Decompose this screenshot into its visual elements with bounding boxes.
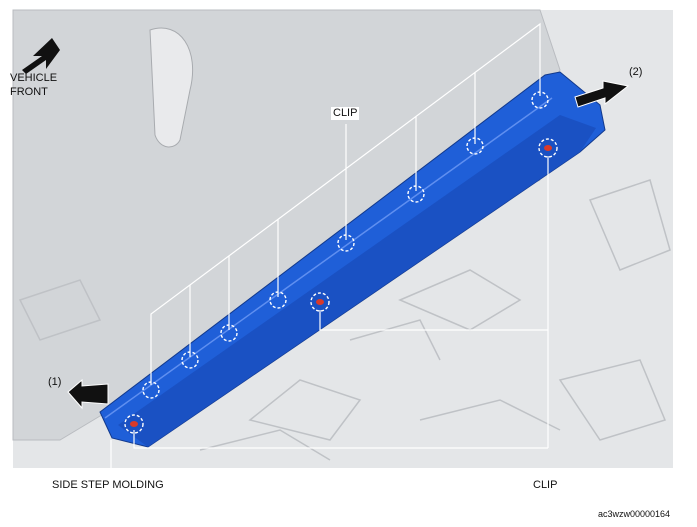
clip-label-bottom: CLIP (533, 479, 558, 491)
clip-label-top: CLIP (331, 107, 360, 120)
side-step-molding-label: SIDE STEP MOLDING (52, 479, 164, 491)
step-1-label: (1) (48, 376, 62, 388)
underbody-details (18, 179, 671, 461)
front-label: FRONT (10, 86, 48, 98)
figure-code: ac3wzw00000164 (598, 509, 671, 519)
pull-arrow-2 (574, 80, 630, 108)
mirror-shape (149, 27, 194, 148)
clip-callout-lines-top (150, 22, 541, 385)
vehicle-label: VEHICLE (10, 72, 58, 84)
step-2-label: (2) (629, 66, 643, 78)
vehicle-front-arrow (22, 38, 60, 74)
side-step-molding (99, 71, 606, 448)
clip-callout-lines-bottom (110, 156, 549, 470)
lower-clip-red-marks (130, 145, 552, 427)
clip-markers (124, 91, 558, 434)
pull-arrow-1 (67, 378, 109, 410)
